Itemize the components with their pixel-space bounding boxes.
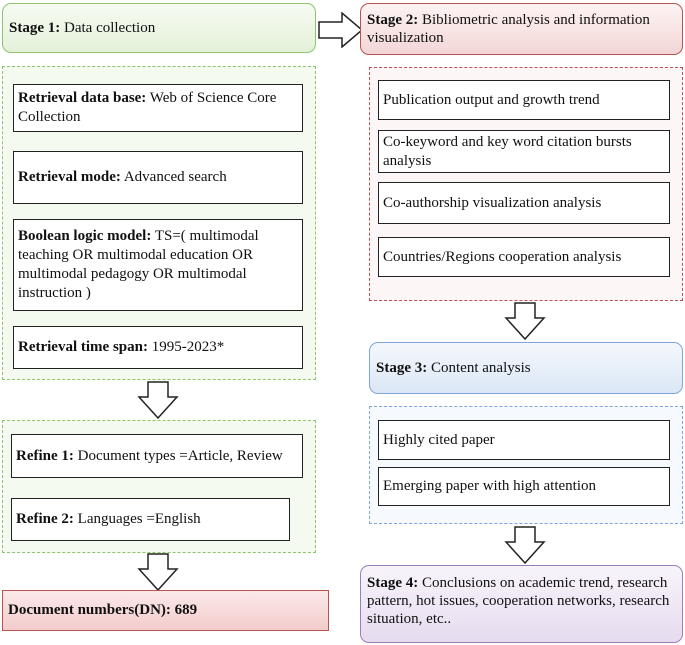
retrieval-mode-box: Retrieval mode: Advanced search — [13, 151, 303, 204]
stage-4-header: Stage 4: Conclusions on academic trend, … — [360, 565, 683, 643]
time-span-value: 1995-2023* — [151, 339, 225, 355]
down-arrow-icon — [504, 526, 546, 564]
stage-1-label: Stage 1: — [9, 20, 61, 36]
refine-2-label: Refine 2: — [16, 511, 74, 527]
down-arrow-icon — [137, 553, 179, 591]
highly-cited-box: Highly cited paper — [378, 420, 670, 460]
co-keyword-box: Co-keyword and key word citation bursts … — [378, 130, 670, 173]
publication-output-text: Publication output and growth trend — [383, 91, 600, 108]
retrieval-mode-label: Retrieval mode: — [18, 169, 121, 185]
document-numbers-box: Document numbers(DN): 689 — [2, 590, 329, 631]
stage-3-label: Stage 3: — [376, 360, 428, 376]
stage-1-header: Stage 1: Data collection — [2, 3, 316, 53]
down-arrow-icon — [504, 302, 546, 340]
refine-1-label: Refine 1: — [16, 447, 74, 464]
refine-2-value: Languages =English — [77, 511, 201, 527]
refine-1-box: Refine 1: Document types =Article, Revie… — [11, 434, 303, 478]
stage-1-text: Data collection — [64, 20, 156, 36]
co-authorship-box: Co-authorship visualization analysis — [378, 182, 670, 224]
time-span-box: Retrieval time span: 1995-2023* — [13, 326, 303, 369]
stage-3-text: Content analysis — [431, 360, 531, 376]
time-span-label: Retrieval time span: — [18, 339, 148, 355]
retrieval-database-value: Web of Science Core Collection — [18, 90, 277, 125]
stage-4-label: Stage 4: — [367, 575, 419, 591]
down-arrow-icon — [137, 381, 179, 419]
countries-cooperation-box: Countries/Regions cooperation analysis — [378, 237, 670, 277]
co-authorship-text: Co-authorship visualization analysis — [383, 194, 602, 211]
boolean-logic-label: Boolean logic model: — [18, 228, 152, 244]
highly-cited-text: Highly cited paper — [383, 431, 495, 448]
refine-1-value: Document types =Article, Review — [77, 447, 283, 464]
stage-3-header: Stage 3: Content analysis — [369, 342, 683, 394]
countries-cooperation-text: Countries/Regions cooperation analysis — [383, 248, 622, 265]
emerging-paper-text: Emerging paper with high attention — [383, 478, 597, 494]
boolean-logic-box: Boolean logic model: TS=( multimodal tea… — [13, 219, 303, 311]
document-numbers-label: Document numbers(DN): 689 — [8, 602, 198, 618]
publication-output-box: Publication output and growth trend — [378, 80, 670, 120]
retrieval-database-label: Retrieval data base: — [18, 90, 147, 106]
boolean-logic-value: TS=( multimodal teaching OR multimodal e… — [18, 228, 259, 301]
retrieval-database-box: Retrieval data base: Web of Science Core… — [13, 84, 303, 132]
right-arrow-icon — [318, 12, 364, 48]
emerging-paper-box: Emerging paper with high attention — [378, 467, 670, 506]
co-keyword-text: Co-keyword and key word citation bursts … — [383, 133, 632, 169]
retrieval-mode-value: Advanced search — [123, 169, 227, 185]
stage-2-text: Bibliometric analysis and information vi… — [367, 12, 650, 46]
refine-2-box: Refine 2: Languages =English — [11, 498, 290, 541]
stage-4-text: Conclusions on academic trend, research … — [367, 575, 670, 627]
stage-2-header: Stage 2: Bibliometric analysis and infor… — [360, 3, 683, 55]
stage-2-label: Stage 2: — [367, 12, 419, 28]
